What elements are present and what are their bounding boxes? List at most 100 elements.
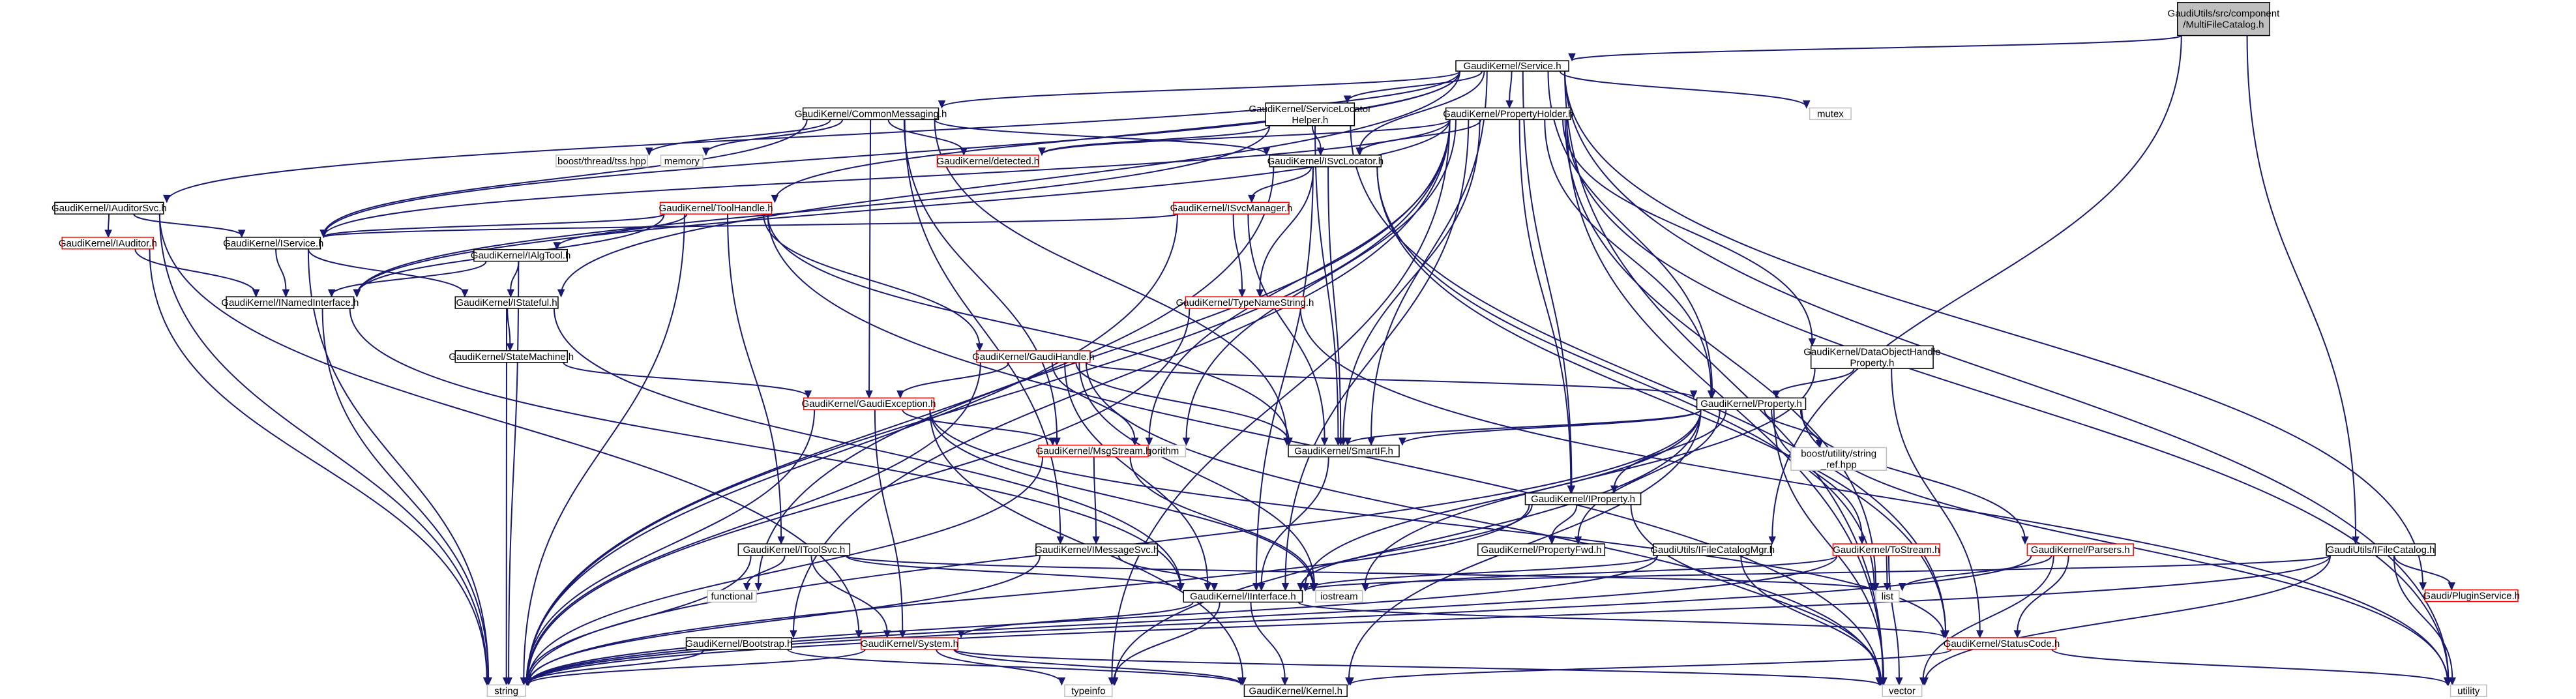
node-propertyholder-h[interactable]: GaudiKernel/PropertyHolder.h xyxy=(1443,107,1573,121)
edge-isvcmanager_h-to-iservice_h xyxy=(323,213,1178,238)
node-box xyxy=(1265,102,1355,126)
edge-service_h-to-property_h xyxy=(1547,71,1713,392)
node-imessagesvc-h[interactable]: GaudiKernel/IMessageSvc.h xyxy=(1035,543,1159,556)
edge-arrowhead xyxy=(957,630,965,639)
node-kernel-h[interactable]: GaudiKernel/Kernel.h xyxy=(1243,684,1348,697)
node-box xyxy=(1035,543,1159,556)
edge-service_h-to-istateful_h xyxy=(560,71,1460,295)
edge-toolhandle_h-to-iservice_h xyxy=(323,213,665,238)
node-toolhandle-h[interactable]: GaudiKernel/ToolHandle.h xyxy=(659,201,773,215)
edge-servicelocatorhelper_h-to-statuscode_h xyxy=(1350,125,1947,633)
edge-parsers_h-to-string xyxy=(527,555,2032,685)
node-label: GaudiKernel/TypeNameString.h xyxy=(1176,297,1314,308)
node-itoolsvc-h[interactable]: GaudiKernel/IToolSvc.h xyxy=(737,543,851,556)
node-typenamestring-h[interactable]: GaudiKernel/TypeNameString.h xyxy=(1176,296,1314,309)
edge-arrowhead xyxy=(1808,338,1816,347)
node-label: string xyxy=(494,685,518,696)
edge-servicelocatorhelper_h-to-inamedinterface_h xyxy=(356,125,1271,296)
edge-ialgtool_h-to-inamedinterface_h xyxy=(331,261,487,296)
node-smartif-h[interactable]: GaudiKernel/SmartIF.h xyxy=(1288,444,1400,458)
node-label: boost/utility/string xyxy=(1801,448,1876,459)
node-isvcmanager-h[interactable]: GaudiKernel/ISvcManager.h xyxy=(1170,201,1293,215)
edge-commonmessaging_h-to-isvclocator_h xyxy=(934,119,1267,155)
node-service-h[interactable]: GaudiKernel/Service.h xyxy=(1455,60,1569,72)
edge-imessagesvc_h-to-iinterface_h xyxy=(1118,555,1215,589)
node-gaudiexception-h[interactable]: GaudiKernel/GaudiException.h xyxy=(802,397,936,410)
edge-propertyholder_h-to-iservice_h xyxy=(323,119,1451,237)
edge-propertyholder_h-to-isvclocator_h xyxy=(1359,119,1482,154)
node-iauditor-h[interactable]: GaudiKernel/IAuditor.h xyxy=(59,237,157,250)
edge-gaudiexception_h-to-iostream xyxy=(929,409,1314,587)
node-parsers-h[interactable]: GaudiKernel/Parsers.h xyxy=(2026,543,2134,556)
edge-arrowhead xyxy=(1297,583,1305,591)
node-box xyxy=(226,237,321,250)
node-system-h[interactable]: GaudiKernel/System.h xyxy=(861,637,958,650)
node-statuscode-h[interactable]: GaudiKernel/StatusCode.h xyxy=(1944,637,2060,650)
node-detected-h[interactable]: GaudiKernel/detected.h xyxy=(936,155,1039,168)
edge-arrowhead xyxy=(1281,583,1290,591)
node-propertyfwd-h[interactable]: GaudiKernel/PropertyFwd.h xyxy=(1477,543,1606,556)
edge-arrowhead xyxy=(1858,536,1866,545)
edge-arrowhead xyxy=(1343,95,1352,104)
node-label: GaudiKernel/Kernel.h xyxy=(1249,685,1342,696)
node-bootstrap-h[interactable]: GaudiKernel/Bootstrap.h xyxy=(685,637,793,650)
node-ifilecatalogmgr-h[interactable]: GaudiUtils/IFileCatalogMgr.h xyxy=(1650,543,1775,556)
node-isvclocator-h[interactable]: GaudiKernel/ISvcLocator.h xyxy=(1267,155,1384,168)
edge-arrowhead xyxy=(1976,630,1984,639)
edge-service_h-to-smartif_h xyxy=(1370,71,1488,439)
node-box xyxy=(976,350,1091,363)
edge-gaudihandle_h-to-gaudiexception_h xyxy=(899,362,1010,396)
edge-typenamestring_h-to-string xyxy=(527,308,1191,681)
edge-propertyholder_h-to-bootstrap_h xyxy=(792,119,1451,634)
node-commonmessaging-h[interactable]: GaudiKernel/CommonMessaging.h xyxy=(795,107,947,121)
node-iservice-h[interactable]: GaudiKernel/IService.h xyxy=(223,237,323,250)
edge-property_h-to-propertyfwd_h xyxy=(1577,409,1721,539)
node-ialgtool-h[interactable]: GaudiKernel/IAlgTool.h xyxy=(471,248,570,262)
node-box xyxy=(2177,2,2270,37)
node-iauditorsvc-h[interactable]: GaudiKernel/IAuditorSvc.h xyxy=(52,201,167,215)
node-label: GaudiKernel/IToolSvc.h xyxy=(743,544,845,556)
edge-service_h-to-commonmessaging_h xyxy=(941,70,1460,108)
edge-commonmessaging_h-to-iservice_h xyxy=(323,119,808,236)
node-msgstream-h[interactable]: GaudiKernel/MsgStream.h xyxy=(1036,444,1151,458)
node-property-h[interactable]: GaudiKernel/Property.h xyxy=(1696,397,1807,410)
edge-statuscode_h-to-utility xyxy=(2051,648,2448,685)
edge-service_h-to-mutex xyxy=(1559,70,1807,108)
edge-typenamestring_h-to-utility xyxy=(1299,308,2449,683)
edge-arrowhead xyxy=(252,289,260,298)
edge-iservice_h-to-istateful_h xyxy=(307,248,466,295)
node-box xyxy=(486,684,526,697)
node-label: GaudiKernel/MsgStream.h xyxy=(1036,446,1151,457)
node-gaudihandle-h[interactable]: GaudiKernel/GaudiHandle.h xyxy=(972,350,1095,363)
node-iproperty-h[interactable]: GaudiKernel/IProperty.h xyxy=(1524,492,1642,505)
edge-arrowhead xyxy=(1320,438,1329,446)
node-statemachine-h[interactable]: GaudiKernel/StateMachine.h xyxy=(449,350,574,363)
edge-servicelocatorhelper_h-to-isvclocator_h xyxy=(1311,125,1322,149)
node-box xyxy=(1183,589,1303,603)
node-label: GaudiKernel/System.h xyxy=(861,638,958,649)
node-istateful-h[interactable]: GaudiKernel/IStateful.h xyxy=(454,296,559,309)
edge-toolhandle_h-to-stdexcept xyxy=(767,214,1290,443)
node-functional: functional xyxy=(707,589,757,603)
node-itostream-h[interactable]: GaudiKernel/ToStream.h xyxy=(1832,543,1941,556)
node-ifilecatalog-h[interactable]: GaudiUtils/IFileCatalog.h xyxy=(2326,543,2436,556)
edge-root-to-service_h xyxy=(1571,35,2182,61)
edge-imessagesvc_h-to-string xyxy=(527,555,1041,683)
edge-arrowhead xyxy=(804,390,812,399)
edge-arrowhead xyxy=(1875,677,1884,686)
node-box xyxy=(660,155,703,168)
node-root[interactable]: GaudiUtils/src/component/MultiFileCatalo… xyxy=(2168,2,2281,37)
node-pluginservice-h[interactable]: Gaudi/PluginService.h xyxy=(2423,589,2520,602)
edge-isvcmanager_h-to-typenamestring_h xyxy=(1232,214,1243,290)
node-label: GaudiKernel/PropertyFwd.h xyxy=(1481,544,1602,556)
node-inamedinterface-h[interactable]: GaudiKernel/INamedInterface.h xyxy=(221,296,359,309)
edge-property_h-to-smartif_h xyxy=(1401,409,1702,445)
edge-ifilecatalog_h-to-string xyxy=(527,555,2332,685)
node-iinterface-h[interactable]: GaudiKernel/IInterface.h xyxy=(1183,589,1303,603)
edge-commonmessaging_h-to-detected_h xyxy=(887,119,965,153)
edge-propertyholder_h-to-property_h xyxy=(1544,119,1712,392)
edge-arrowhead xyxy=(557,289,565,298)
edge-iinterface_h-to-system_h xyxy=(960,601,1194,637)
